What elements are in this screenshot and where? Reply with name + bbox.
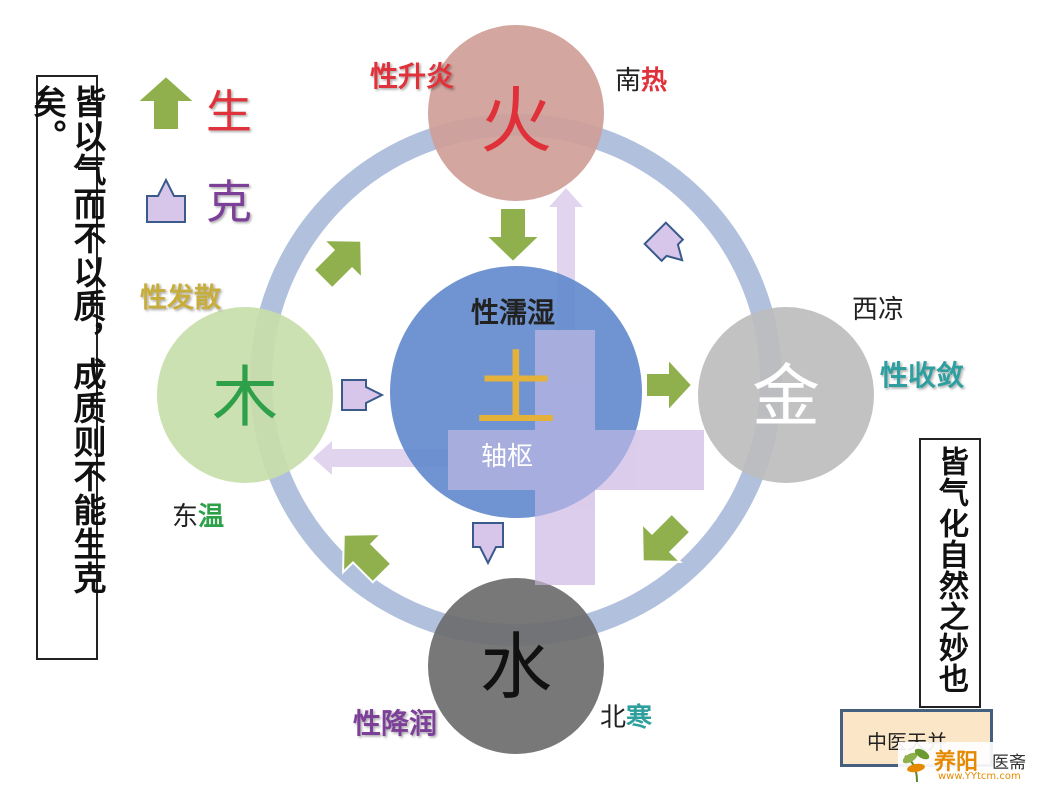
sheng-arrow-earth-metal <box>645 356 694 414</box>
sheng-arrow-water-wood <box>342 533 393 584</box>
right-note-box: 皆气化自然之妙也 <box>919 438 981 708</box>
wood-char: 木 <box>212 359 278 436</box>
left-note-box: 皆以气而不以质，成质则不能生克矣。 <box>28 75 107 660</box>
water-circle <box>428 578 604 754</box>
sheng-arrow-metal-water <box>641 512 692 563</box>
fire-property: 性升炎 <box>370 60 454 93</box>
sheng-arrow-wood-fire <box>312 239 363 290</box>
ke-arrow-fire-metal <box>643 221 685 263</box>
ke-arrow-earth-water <box>472 522 504 566</box>
right-note-text: 皆气化自然之妙也 <box>933 446 968 694</box>
ke-arrow-wood-earth <box>341 379 385 411</box>
metal-direction: 西 <box>852 295 878 325</box>
pivot-cross-overlay <box>448 330 704 585</box>
wood-direction-label: 东温 <box>172 502 224 532</box>
sheng-arrow-fire-earth <box>483 207 543 264</box>
left-note-text: 皆以气而不以质，成质则不能生克矣。 <box>28 85 107 595</box>
logo-sub-text: 医斋 <box>992 753 1026 773</box>
legend-sheng-arrow <box>134 74 198 131</box>
earth-pivot-label: 轴枢 <box>481 442 533 472</box>
fire-direction-label: 南热 <box>615 66 667 96</box>
water-direction-label: 北寒 <box>600 702 652 733</box>
metal-direction-label: 西凉 <box>852 295 904 325</box>
wood-climate: 温 <box>198 502 224 532</box>
fire-circle <box>428 25 604 201</box>
fire-char: 火 <box>480 79 552 163</box>
legend-ke-arrow <box>146 177 186 223</box>
wood-direction: 东 <box>172 502 198 532</box>
logo-url-text: www.YYtcm.com <box>938 771 1021 782</box>
legend: 生 克 <box>134 74 252 229</box>
water-property: 性降润 <box>353 707 437 740</box>
water-climate: 寒 <box>626 702 652 733</box>
fire-direction: 南 <box>615 66 641 96</box>
metal-climate: 凉 <box>878 295 904 325</box>
water-direction: 北 <box>600 703 626 733</box>
metal-circle <box>698 307 874 483</box>
wood-circle <box>157 307 333 483</box>
leaf-logo-icon <box>902 748 930 783</box>
metal-property: 性收敛 <box>880 359 964 392</box>
fire-climate: 热 <box>641 66 667 96</box>
earth-property: 性濡湿 <box>471 296 555 329</box>
water-char: 水 <box>480 625 552 709</box>
earth-char: 土 <box>475 343 557 438</box>
legend-ke-label: 克 <box>206 175 252 229</box>
site-logo: 养阳 医斋 www.YYtcm.com <box>898 742 1038 788</box>
metal-char: 金 <box>752 358 820 437</box>
legend-sheng-label: 生 <box>206 85 252 139</box>
wood-property: 性发散 <box>140 282 221 314</box>
logo-main-text: 养阳 <box>934 749 979 775</box>
